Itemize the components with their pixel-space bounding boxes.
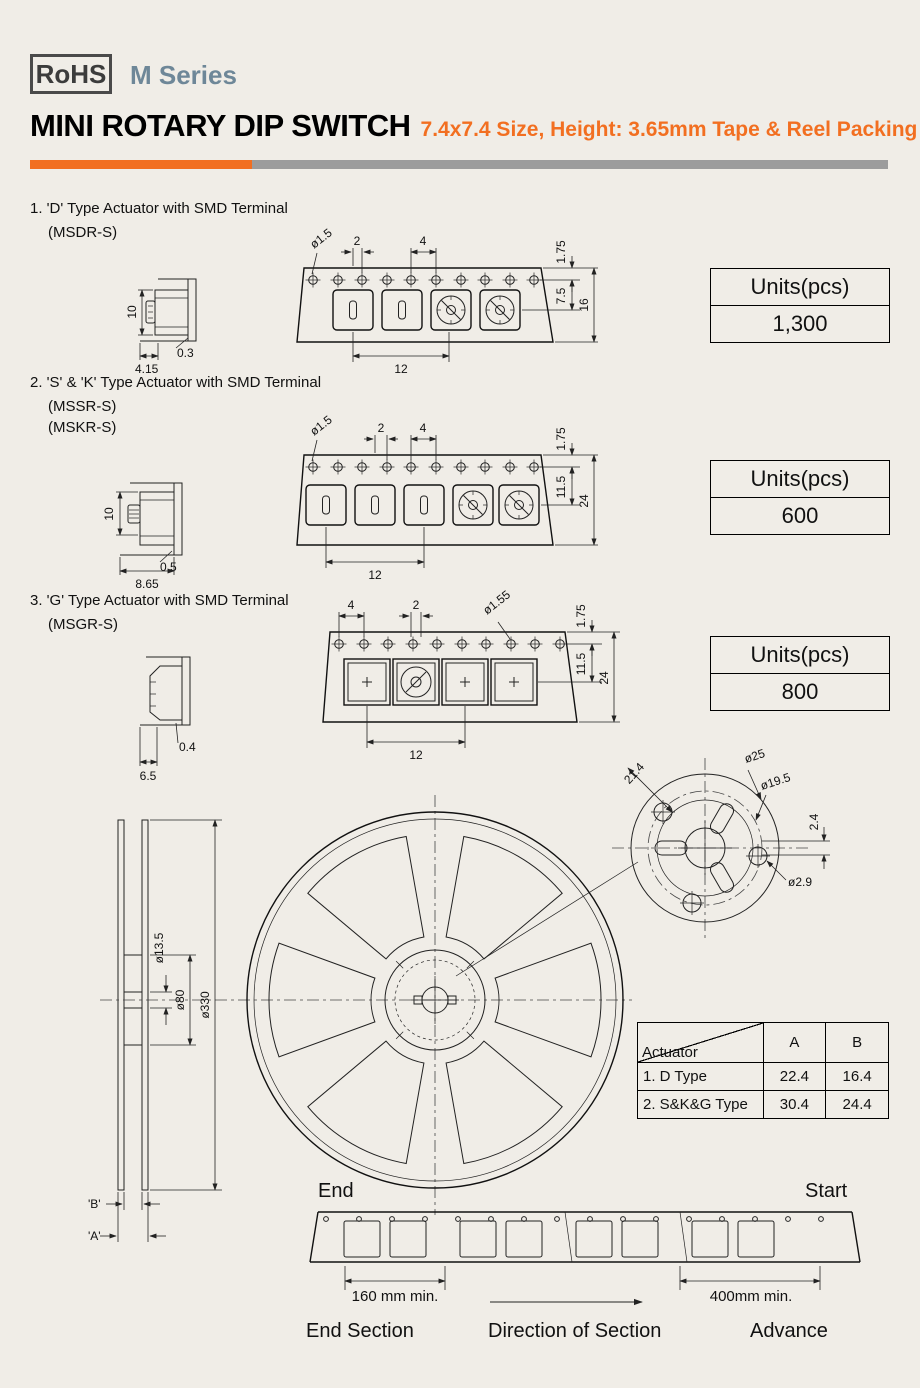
dim-label: 11.5 [574,652,588,675]
page-subtitle: 7.4x7.4 Size, Height: 3.65mm Tape & Reel… [420,118,918,141]
dim-label: 2.4 [807,813,821,830]
direction-of-section-label: Direction of Section [488,1320,662,1342]
dim-label: 10 [102,507,116,521]
units-label: Units(pcs) [711,269,889,306]
dim-label: ø25 [743,746,767,766]
table-header-row: Actuator A B [638,1023,890,1063]
section2-heading: 2. 'S' & 'K' Type Actuator with SMD Term… [30,374,322,391]
header-rule-accent [30,160,252,169]
dim-label: 4 [420,234,427,248]
rohs-logo: RoHS [30,54,112,94]
d-type-side-view: 10 0.3 4.15 [125,278,197,376]
series-name: M Series [130,60,237,90]
section1-units-box: Units(pcs) 1,300 [710,268,890,343]
dim-label: ø80 [173,989,187,1010]
tape-strip-view [309,1211,861,1306]
table-header-actuator-label: Actuator [642,1044,698,1061]
sk-type-tape-view: 2 4 ø1.5 1.75 11.5 24 12 [296,412,598,582]
dim-label: 7.5 [554,287,568,304]
section2-units-box: Units(pcs) 600 [710,460,890,535]
dim-label: 1.75 [554,240,568,264]
dim-label: 2 [354,234,361,248]
units-value: 600 [781,503,819,528]
dim-label: ø2.9 [788,875,812,889]
d-type-tape-view: 2 4 ø1.5 1.75 7.5 16 12 [296,225,598,376]
rohs-label: RoHS [35,58,107,89]
header-rule [30,160,888,169]
section2-model-2: (MSKR-S) [48,419,117,436]
dim-label: 8.65 [135,577,159,591]
table-cell-a: 22.4 [763,1063,827,1091]
g-type-tape-view: 4 2 ø1.55 1.75 11.5 24 12 [322,587,620,762]
dim-label: 4 [420,421,427,435]
tape-start-label: Start [805,1180,848,1202]
tape-end-label: End [318,1180,354,1202]
actuator-dimension-table: Actuator A B 1. D Type 22.4 16.4 2. S&K&… [637,1022,890,1119]
section1-heading: 1. 'D' Type Actuator with SMD Terminal [30,200,288,217]
dim-label: 6.5 [140,769,157,783]
dim-label: ø330 [198,991,212,1019]
end-section-label: End Section [306,1320,414,1342]
dim-label: 24 [597,671,611,685]
dim-label: 12 [409,748,423,762]
dim-160mm-label: 160 mm min. [351,1288,439,1305]
units-label: Units(pcs) [711,637,889,674]
reel-side-view: ø330 ø80 ø13.5 'B' 'A' [88,819,632,1243]
dim-label: 'B' [88,1197,101,1211]
dim-label: ø13.5 [152,932,166,963]
dim-label: 16 [577,298,591,312]
table-cell-a: 30.4 [763,1091,827,1119]
dim-label: 1.75 [554,427,568,451]
dim-label: ø1.5 [307,225,335,251]
table-header-b: B [826,1023,890,1063]
dim-label: 0.5 [160,560,177,574]
section3-model: (MSGR-S) [48,616,118,633]
table-row-label: 1. D Type [638,1063,764,1091]
reel-hub-detail: 21.4 ø25 ø19.5 2.4 ø2.9 [612,746,830,942]
dim-label: 'A' [88,1229,101,1243]
advance-label: Advance [750,1320,828,1342]
table-cell-b: 24.4 [826,1091,890,1119]
page-title: MINI ROTARY DIP SWITCH [30,108,411,143]
table-row: 1. D Type 22.4 16.4 [638,1063,890,1091]
table-header-actuator: Actuator [638,1023,764,1063]
dim-label: 21.4 [621,760,647,787]
section3-heading: 3. 'G' Type Actuator with SMD Terminal [30,592,289,609]
dim-label: 4.15 [135,362,159,376]
sk-type-side-view: 10 0.5 8.65 [102,482,183,591]
table-row-label: 2. S&K&G Type [638,1091,764,1119]
table-cell-b: 16.4 [826,1063,890,1091]
g-type-side-view: 0.4 6.5 [139,656,196,783]
units-value: 800 [781,679,819,704]
units-value: 1,300 [772,311,828,336]
dim-label: 2 [378,421,385,435]
dim-label: ø1.5 [307,412,335,438]
dim-label: 12 [394,362,408,376]
dim-label: 12 [368,568,382,582]
dim-label: 11.5 [554,475,568,498]
section1-model: (MSDR-S) [48,224,118,241]
section3-units-box: Units(pcs) 800 [710,636,890,711]
table-row: 2. S&K&G Type 30.4 24.4 [638,1091,890,1119]
dim-label: 0.3 [177,346,194,360]
dim-label: ø19.5 [759,770,793,793]
dim-label: 10 [125,305,139,319]
reel-front-view [246,795,639,1215]
dim-label: ø1.55 [480,587,513,617]
dim-label: 2 [413,598,420,612]
dim-400mm-label: 400mm min. [709,1288,793,1305]
units-label: Units(pcs) [711,461,889,498]
dim-label: 0.4 [179,740,196,754]
title-row: MINI ROTARY DIP SWITCH 7.4x7.4 Size, Hei… [30,108,917,144]
dim-label: 1.75 [574,604,588,628]
dim-label: 4 [348,598,355,612]
table-header-a: A [763,1023,827,1063]
section2-model-1: (MSSR-S) [48,398,117,415]
dim-label: 24 [577,494,591,508]
